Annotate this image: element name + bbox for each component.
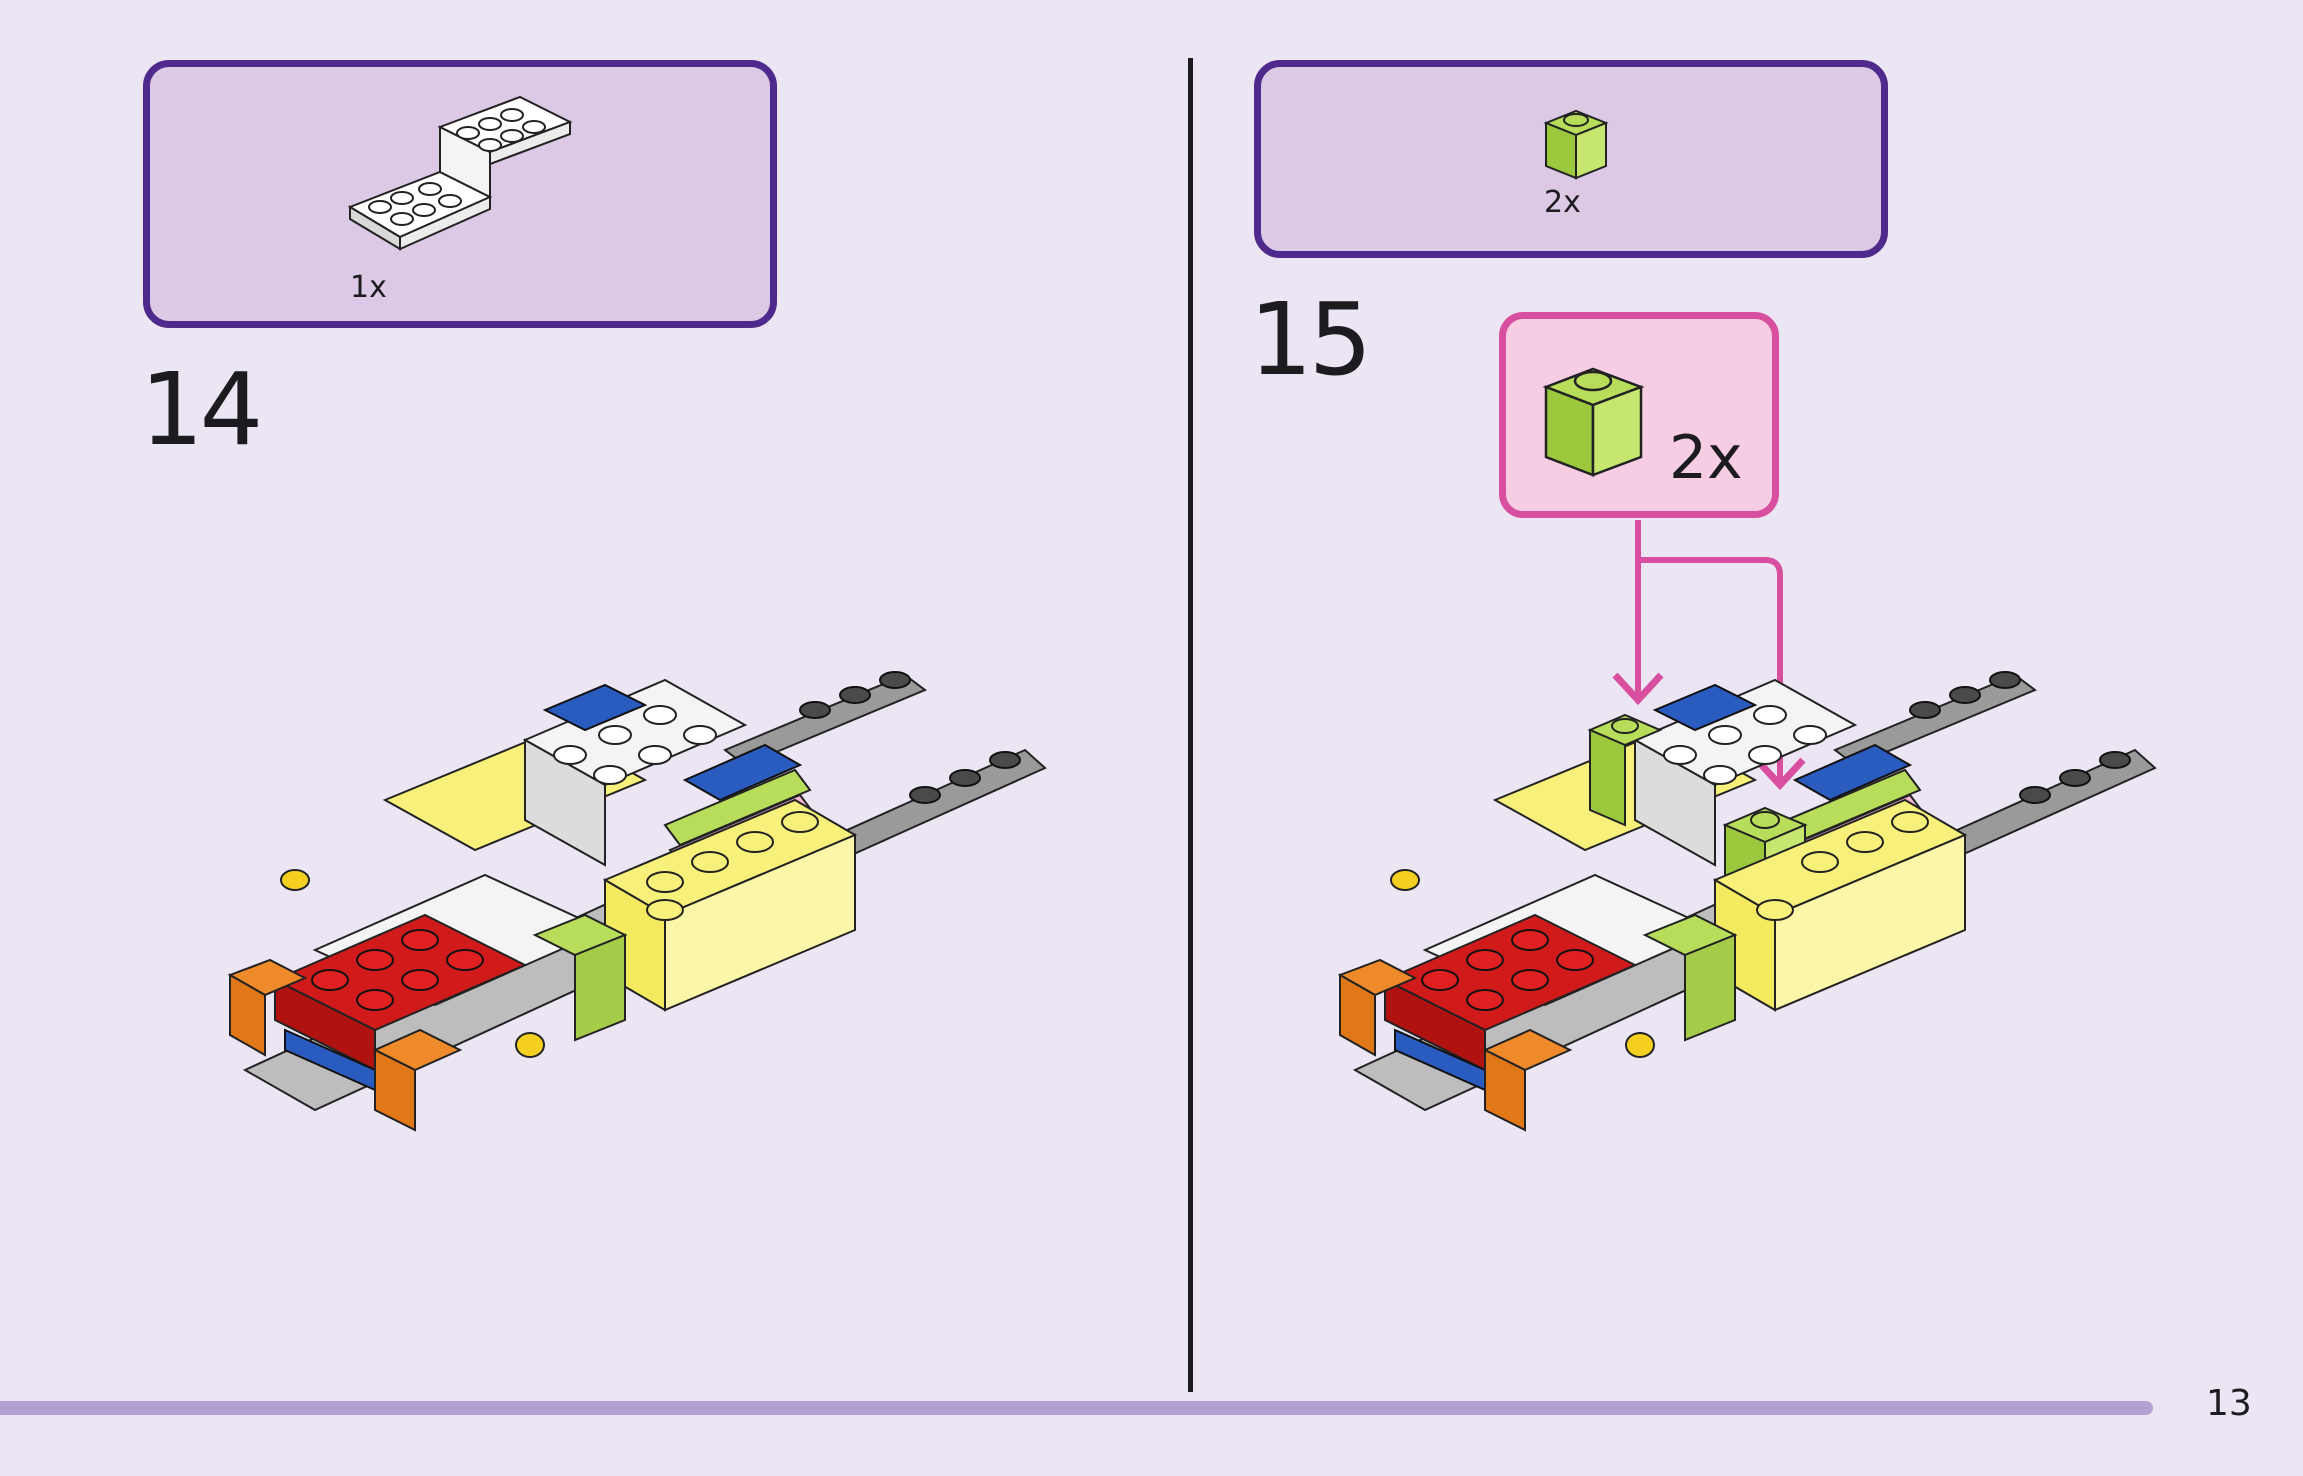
page-divider	[1188, 58, 1193, 1392]
parts-list-box-step-14: 1x	[143, 60, 777, 328]
step-number-14: 14	[140, 351, 263, 468]
lime-brick-callout-icon	[1542, 367, 1645, 477]
white-bracket-piece-icon	[347, 95, 573, 251]
parts-list-box-step-15: 2x	[1254, 60, 1888, 258]
sub-assembly-callout: 2x	[1499, 312, 1779, 518]
placement-arrows	[1612, 520, 1806, 791]
step-number-15: 15	[1249, 281, 1372, 398]
footer-bar	[0, 1401, 2153, 1415]
page-number: 13	[2206, 1383, 2252, 1424]
step-15-model-illustration	[1337, 671, 2157, 1132]
callout-quantity: 2x	[1669, 423, 1743, 493]
part-quantity: 1x	[350, 270, 387, 305]
step-14-model-illustration	[227, 671, 1047, 1132]
part-quantity: 2x	[1544, 185, 1581, 220]
lime-brick-piece-icon	[1543, 109, 1609, 180]
